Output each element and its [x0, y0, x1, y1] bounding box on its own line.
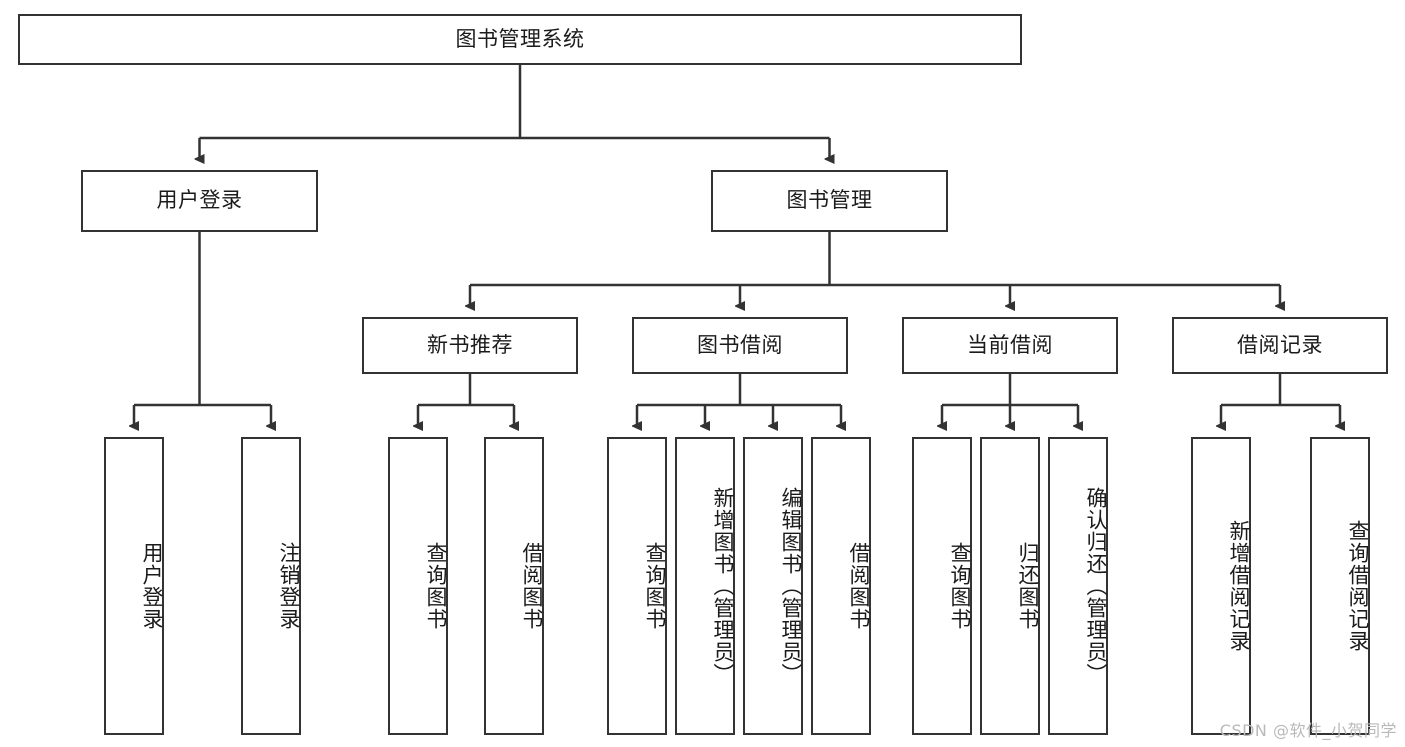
- node-leaf-confirm-return[interactable]: 确认归还（管理员）: [1048, 437, 1108, 735]
- node-label: 当前借阅: [967, 332, 1053, 357]
- node-label: 用户登录: [140, 542, 164, 630]
- node-label: 新增借阅记录: [1227, 520, 1251, 652]
- node-label: 图书管理: [786, 188, 873, 213]
- node-label: 新增图书（管理员）: [711, 487, 735, 685]
- watermark: CSDN @软件_小贺同学: [1219, 721, 1397, 740]
- node-label: 归还图书: [1016, 542, 1040, 630]
- node-book-borrow[interactable]: 图书借阅: [632, 317, 848, 374]
- node-label: 确认归还（管理员）: [1084, 487, 1108, 685]
- node-user-login[interactable]: 用户登录: [81, 170, 318, 232]
- node-leaf-user-login[interactable]: 用户登录: [104, 437, 164, 735]
- node-leaf-logout[interactable]: 注销登录: [241, 437, 301, 735]
- node-current-borrow[interactable]: 当前借阅: [902, 317, 1118, 374]
- node-label: 新书推荐: [427, 332, 513, 357]
- node-label: 借阅记录: [1237, 332, 1323, 357]
- node-leaf-query-book-3[interactable]: 查询图书: [912, 437, 972, 735]
- node-borrow-record[interactable]: 借阅记录: [1172, 317, 1388, 374]
- node-label: 图书借阅: [697, 332, 783, 357]
- node-leaf-query-book-1[interactable]: 查询图书: [388, 437, 448, 735]
- node-root[interactable]: 图书管理系统: [18, 14, 1022, 65]
- node-label: 注销登录: [277, 542, 301, 630]
- node-new-book-rec[interactable]: 新书推荐: [362, 317, 578, 374]
- node-label: 查询图书: [948, 542, 972, 630]
- node-label: 查询图书: [424, 542, 448, 630]
- node-label: 借阅图书: [847, 542, 871, 630]
- node-leaf-edit-book[interactable]: 编辑图书（管理员）: [743, 437, 803, 735]
- node-leaf-borrow-book-1[interactable]: 借阅图书: [484, 437, 544, 735]
- node-leaf-borrow-book-2[interactable]: 借阅图书: [811, 437, 871, 735]
- node-label: 用户登录: [156, 188, 243, 213]
- node-book-manage[interactable]: 图书管理: [711, 170, 948, 232]
- node-leaf-query-record[interactable]: 查询借阅记录: [1310, 437, 1370, 735]
- node-leaf-add-record[interactable]: 新增借阅记录: [1191, 437, 1251, 735]
- node-label: 编辑图书（管理员）: [779, 487, 803, 685]
- node-label: 借阅图书: [520, 542, 544, 630]
- node-label: 查询图书: [643, 542, 667, 630]
- node-leaf-query-book-2[interactable]: 查询图书: [607, 437, 667, 735]
- node-leaf-add-book[interactable]: 新增图书（管理员）: [675, 437, 735, 735]
- node-leaf-return-book[interactable]: 归还图书: [980, 437, 1040, 735]
- node-label: 查询借阅记录: [1346, 520, 1370, 652]
- node-label: 图书管理系统: [455, 26, 585, 51]
